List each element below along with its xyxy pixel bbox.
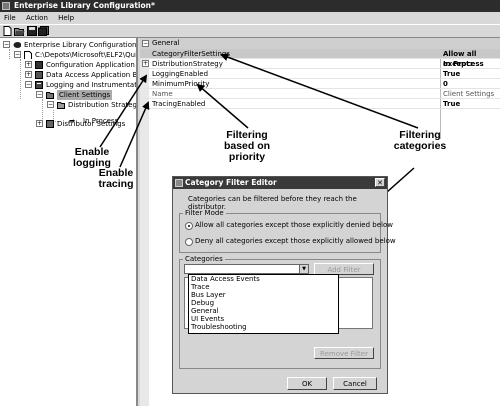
title-bar: Enterprise Library Configuration* <box>0 0 500 12</box>
annotation-enable-logging: Enable logging <box>73 146 111 169</box>
dialog-icon <box>175 179 183 187</box>
tree-pane: − Enterprise Library Configuration − C:\… <box>0 38 138 406</box>
new-icon[interactable] <box>2 26 13 36</box>
property-row-name[interactable]: Name Client Settings <box>140 89 500 99</box>
library-icon <box>13 42 21 48</box>
category-option[interactable]: Troubleshooting <box>191 323 247 331</box>
property-gutter <box>140 49 149 406</box>
block-icon <box>35 61 43 69</box>
app-icon <box>2 2 10 10</box>
ok-button[interactable]: OK <box>287 377 327 390</box>
category-option[interactable]: Data Access Events <box>191 275 260 283</box>
window-title: Enterprise Library Configuration* <box>14 1 155 10</box>
dialog-title-bar: Category Filter Editor ✕ <box>173 177 387 189</box>
menu-help[interactable]: Help <box>58 14 75 22</box>
property-row-tracing-enabled[interactable]: TracingEnabled True <box>140 99 500 109</box>
close-icon[interactable]: ✕ <box>375 178 385 187</box>
dialog-description: Categories can be filtered before they r… <box>188 195 357 211</box>
collapse-icon[interactable]: − <box>25 81 32 88</box>
tree-line <box>20 59 21 99</box>
toolbar <box>0 24 500 38</box>
menu-action[interactable]: Action <box>25 14 48 22</box>
property-row-category-filter[interactable]: CategoryFilterSettings Allow all except: <box>140 49 500 68</box>
expand-icon[interactable]: + <box>25 61 32 68</box>
file-icon <box>24 51 32 59</box>
expand-icon[interactable]: + <box>142 60 149 67</box>
radio-allow-all-label: Allow all categories except those explic… <box>195 221 393 229</box>
add-filter-button[interactable]: Add Filter <box>314 263 374 275</box>
menu-file[interactable]: File <box>4 14 16 22</box>
filter-mode-group: Filter Mode Allow all categories except … <box>179 209 396 253</box>
save-all-icon[interactable] <box>38 26 49 36</box>
collapse-icon[interactable]: − <box>47 101 54 108</box>
save-icon[interactable] <box>26 26 37 36</box>
expand-icon[interactable]: + <box>36 120 43 127</box>
annotation-filtering-priority: Filtering based on priority <box>223 129 271 163</box>
collapse-icon[interactable]: − <box>3 41 10 48</box>
collapse-icon[interactable]: − <box>36 91 43 98</box>
folder-icon <box>46 92 54 99</box>
category-dropdown-list[interactable]: Data Access Events Trace Bus Layer Debug… <box>188 274 339 334</box>
expand-icon[interactable]: + <box>25 71 32 78</box>
property-row-logging-enabled[interactable]: LoggingEnabled True <box>140 69 500 79</box>
folder-icon <box>57 102 65 109</box>
property-group-header[interactable]: − General <box>140 38 500 49</box>
property-row-minimum-priority[interactable]: MinimumPriority 0 <box>140 79 500 89</box>
column-splitter[interactable] <box>440 49 441 139</box>
category-option[interactable]: Debug <box>191 299 215 307</box>
radio-deny-all-label: Deny all categories except those explici… <box>195 237 396 245</box>
arrow-icon: ➡ <box>69 117 75 125</box>
dialog-title: Category Filter Editor <box>185 178 277 187</box>
collapse-icon[interactable]: − <box>142 40 149 47</box>
arrow-enable-logging <box>99 74 148 148</box>
tree-line <box>42 99 43 121</box>
categories-label: Categories <box>183 255 225 263</box>
category-option[interactable]: Trace <box>191 283 210 291</box>
database-icon <box>35 71 43 79</box>
annotation-enable-tracing: Enable tracing <box>98 167 134 190</box>
open-icon[interactable] <box>14 26 25 36</box>
tree-line <box>53 110 54 121</box>
categories-group: Categories ▼ Add Filter Data Access Even… <box>179 255 381 369</box>
radio-deny-all[interactable] <box>185 238 193 246</box>
selected-node-label: Client Settings <box>57 90 113 100</box>
menu-bar: File Action Help <box>0 12 500 24</box>
category-filter-dialog: Category Filter Editor ✕ Categories can … <box>172 176 396 394</box>
arrow-category-filter-settings <box>220 53 419 129</box>
category-combo[interactable]: ▼ <box>184 264 309 274</box>
category-option[interactable]: General <box>191 307 219 315</box>
cancel-button[interactable]: Cancel <box>333 377 377 390</box>
settings-icon <box>46 120 54 128</box>
filter-mode-label: Filter Mode <box>183 209 226 217</box>
arrow-enable-tracing <box>119 101 150 168</box>
annotation-filtering-categories: Filtering categories <box>393 129 447 152</box>
category-option[interactable]: UI Events <box>191 315 225 323</box>
collapse-icon[interactable]: − <box>14 51 21 58</box>
radio-allow-all[interactable] <box>185 222 193 230</box>
logging-icon <box>35 81 43 89</box>
property-row-distribution-strategy[interactable]: + DistributionStrategy In Process <box>140 59 500 69</box>
tree-line <box>9 49 10 59</box>
remove-filter-button[interactable]: Remove Filter <box>314 347 374 359</box>
chevron-down-icon[interactable]: ▼ <box>299 265 308 273</box>
category-option[interactable]: Bus Layer <box>191 291 226 299</box>
arrow-minimum-priority <box>196 83 249 129</box>
